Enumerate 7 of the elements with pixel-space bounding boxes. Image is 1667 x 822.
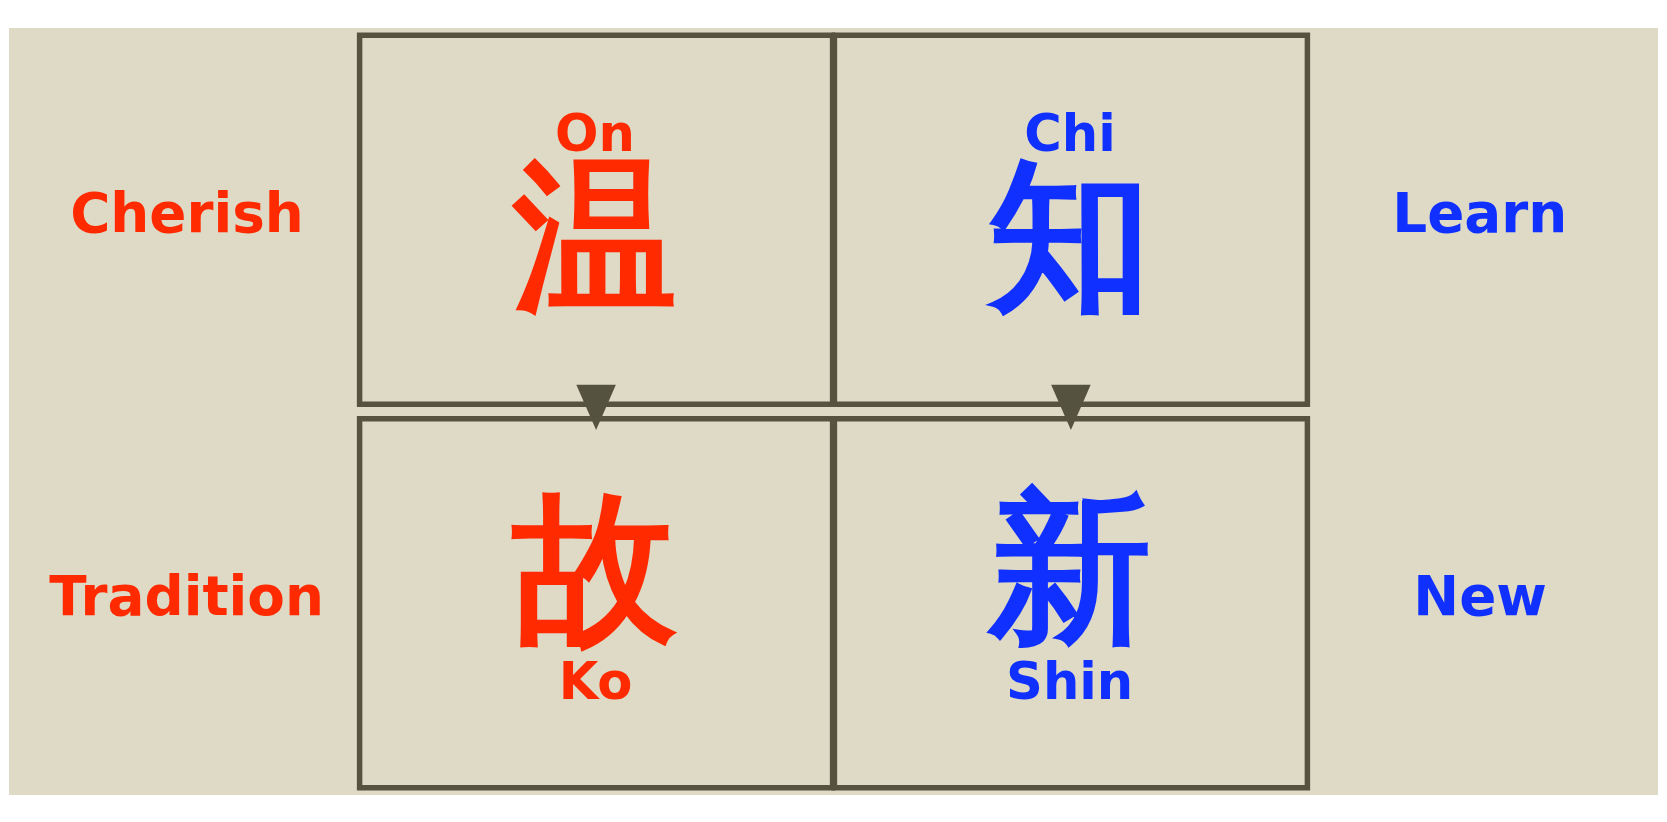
- label: Cherish: [70, 180, 304, 245]
- label: Learn: [1392, 180, 1568, 245]
- arrow: [576, 384, 616, 430]
- label: New: [1413, 563, 1547, 628]
- node-box: 新 Shin: [831, 415, 1311, 790]
- label: Tradition: [49, 563, 324, 628]
- arrow: [1051, 384, 1091, 430]
